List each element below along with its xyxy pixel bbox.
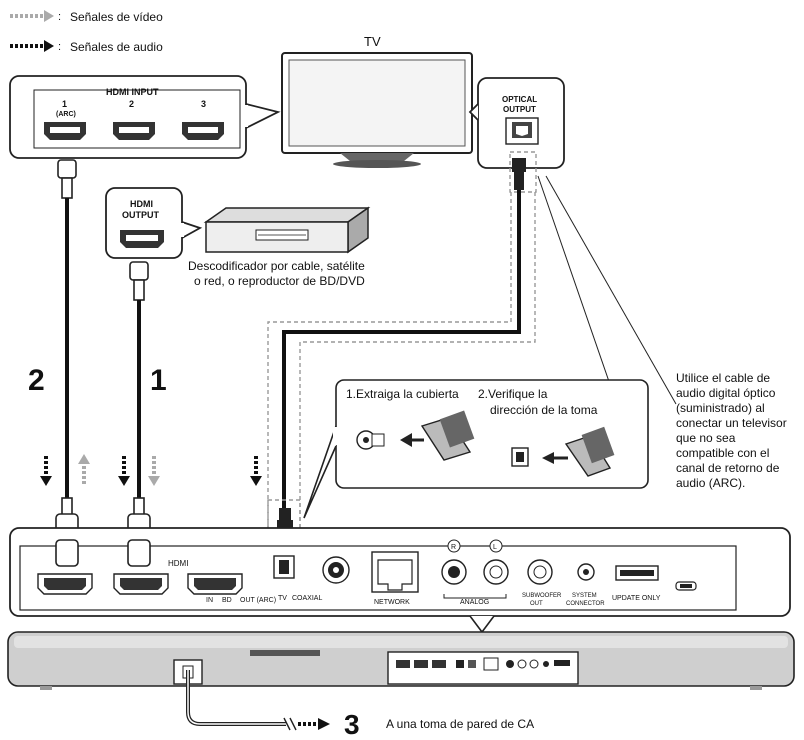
rear-r-label: R — [451, 544, 456, 551]
svg-text::: : — [58, 11, 61, 23]
rear-coaxial-label: COAXIAL — [292, 595, 322, 602]
rear-out-label: OUT (ARC) — [240, 597, 276, 604]
rear-subwoofer-label-2: OUT — [530, 601, 543, 607]
step-3-number: 3 — [344, 709, 360, 740]
hdmi-cable-2 — [55, 159, 79, 541]
rear-network-label: NETWORK — [374, 599, 410, 606]
remove-cap-icon — [356, 410, 475, 461]
svg-text::: : — [58, 41, 61, 53]
player-caption-1: Descodificador por cable, satélite — [188, 259, 365, 273]
signal-arrows — [40, 454, 262, 486]
optical-title-2: OUTPUT — [503, 105, 536, 114]
tip-step-2-line-2: dirección de la toma — [490, 403, 598, 417]
hdmi-port-icon — [44, 122, 224, 140]
legend-video: : Señales de vídeo — [10, 10, 163, 24]
hdmi-port-label-1: 1 — [62, 99, 67, 109]
rear-analog-label: ANALOG — [460, 599, 489, 606]
hdmi-port-label-3: 3 — [201, 99, 206, 109]
check-direction-icon — [511, 426, 615, 477]
player-hdmi-output-panel: HDMI OUTPUT — [105, 187, 203, 259]
soundbar — [7, 615, 795, 690]
svg-text:audio digital óptico: audio digital óptico — [676, 386, 776, 400]
optical-tips-box — [303, 379, 649, 519]
rear-bd-label: BD — [222, 597, 232, 604]
svg-text:(suministrado) al: (suministrado) al — [676, 401, 765, 415]
power-caption: A una toma de pared de CA — [386, 717, 534, 731]
rear-system-label-1: SYSTEM — [572, 593, 597, 599]
tv-hdmi-input-panel: HDMI INPUT 1 (ARC) 2 3 — [9, 75, 281, 159]
optical-title-1: OPTICAL — [502, 95, 537, 104]
legend-audio-label: Señales de audio — [70, 40, 163, 54]
tv-icon — [281, 52, 473, 168]
step-2-number: 2 — [28, 364, 45, 397]
bd-player-icon — [203, 206, 371, 254]
rear-subwoofer-label-1: SUBWOOFER — [522, 593, 562, 599]
tip-step-1: 1.Extraiga la cubierta — [346, 387, 459, 401]
rear-tv-label: TV — [278, 595, 287, 602]
rear-system-label-2: CONNECTOR — [566, 601, 605, 607]
svg-text:canal de retorno de: canal de retorno de — [676, 461, 780, 475]
hdmi-arc-tag: (ARC) — [56, 111, 76, 118]
tv-label: TV — [364, 34, 381, 49]
player-panel-title-2: OUTPUT — [122, 210, 160, 220]
rear-in-label: IN — [206, 597, 213, 604]
svg-text:compatible con el: compatible con el — [676, 446, 769, 460]
tv-optical-output-panel: OPTICAL OUTPUT — [468, 77, 565, 169]
svg-text:conectar un televisor: conectar un televisor — [676, 416, 787, 430]
hdmi-port-label-2: 2 — [129, 99, 134, 109]
rear-l-label: L — [493, 544, 497, 551]
note-text: Utilice el cable de audio digital óptico… — [676, 371, 787, 490]
player-caption-2: o red, o reproductor de BD/DVD — [194, 274, 365, 288]
legend-audio: : Señales de audio — [10, 40, 163, 54]
rear-update-label: UPDATE ONLY — [612, 595, 661, 602]
svg-text:audio (ARC).: audio (ARC). — [676, 476, 745, 490]
hdmi-cable-1 — [127, 261, 151, 541]
tip-step-2-line-1: 2.Verifique la — [478, 387, 548, 401]
svg-text:que no sea: que no sea — [676, 431, 736, 445]
rear-hdmi-label: HDMI — [168, 559, 188, 568]
rear-panel: HDMI IN BD OUT (ARC) TV COAXIAL NETWORK … — [9, 527, 791, 617]
step-1-number: 1 — [150, 364, 167, 397]
player-panel-title-1: HDMI — [130, 199, 153, 209]
tv-hdmi-input-title: HDMI INPUT — [106, 87, 159, 97]
svg-text:Utilice el cable de: Utilice el cable de — [676, 371, 770, 385]
power-cord — [186, 670, 330, 731]
legend-video-label: Señales de vídeo — [70, 10, 163, 24]
